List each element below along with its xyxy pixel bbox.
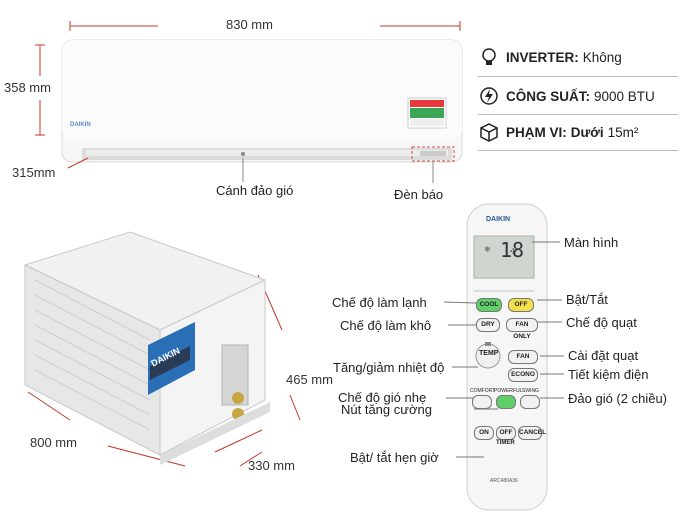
swing-button[interactable] [520, 395, 540, 409]
dry-button[interactable]: DRY [476, 318, 500, 332]
callout-power: Bật/Tắt [566, 292, 608, 307]
swing-label: SWING [522, 388, 539, 394]
off-button[interactable]: OFF [508, 298, 534, 312]
callout-fan-mode: Chế độ quạt [566, 315, 637, 330]
callout-comfort: Chế độ gió nhẹ [338, 390, 427, 405]
spec-range: PHẠM VI: Dưới 15m² [478, 115, 683, 149]
indoor-depth-dimension: 315mm [12, 165, 56, 180]
callout-fan-setting: Cài đặt quạt [568, 348, 639, 363]
power-bolt-icon [478, 85, 500, 107]
outdoor-height-dimension: 465 mm [286, 372, 333, 387]
callout-louver: Cánh đảo gió [216, 183, 294, 198]
outdoor-depth-dimension: 330 mm [248, 458, 295, 473]
spec-power: CÔNG SUẤT: 9000 BTU [478, 79, 683, 113]
callout-swing: Đảo gió (2 chiều) [568, 391, 667, 406]
timer-off-button[interactable]: OFF [496, 426, 516, 440]
spec-divider [478, 114, 678, 115]
cool-button[interactable]: COOL [476, 298, 502, 312]
spec-range-area: 15m² [607, 124, 639, 140]
callout-cool-mode: Chế độ làm lạnh [332, 295, 427, 310]
spec-power-label: CÔNG SUẤT: [506, 88, 590, 104]
fan-button[interactable]: FAN [508, 350, 538, 364]
spec-inverter-value: Không [582, 49, 622, 65]
temp-button[interactable]: TEMP [479, 350, 499, 357]
spec-divider [478, 76, 678, 77]
powerful-button[interactable] [496, 395, 516, 409]
econo-button[interactable]: ECONO [508, 368, 538, 382]
svg-text:❄: ❄ [484, 245, 491, 254]
powerful-label: POWERFUL [494, 388, 523, 394]
callout-econo: Tiết kiệm điện [568, 367, 649, 382]
indoor-height-dimension: 358 mm [4, 80, 51, 95]
callout-powerful: Nút tăng cường [341, 402, 432, 417]
callout-dry-mode: Chế độ làm khô [340, 318, 432, 333]
outdoor-unit [23, 231, 270, 465]
spec-inverter-label: INVERTER: [506, 49, 579, 65]
callout-screen: Màn hình [564, 235, 619, 250]
svg-text:✣: ✣ [510, 247, 517, 256]
timer-on-button[interactable]: ON [474, 426, 494, 440]
indoor-unit [61, 39, 463, 163]
spec-inverter: INVERTER: Không [478, 40, 683, 74]
spec-range-value: Dưới [570, 124, 604, 140]
comfort-label: COMFORT [470, 388, 496, 394]
comfort-button[interactable] [472, 395, 492, 409]
callout-timer: Bật/ tắt hẹn giờ [350, 450, 439, 465]
callout-indicator: Đèn báo [394, 187, 444, 202]
outdoor-width-dimension: 800 mm [30, 435, 77, 450]
indoor-brand-logo: DAIKIN [70, 122, 91, 128]
remote-brand-logo: DAIKIN [486, 216, 511, 223]
spec-divider [478, 150, 678, 151]
cube-icon [478, 121, 500, 143]
callout-temp: Tăng/giảm nhiệt độ [333, 360, 445, 375]
remote-display-value: 18 [500, 238, 525, 262]
indoor-width-dimension: 830 mm [226, 17, 273, 32]
spec-range-label: PHẠM VI: [506, 124, 567, 140]
timer-label: TIMER [496, 440, 515, 446]
timer-cancel-button[interactable]: CANCEL [518, 426, 546, 440]
lightbulb-icon [478, 46, 500, 68]
fan-only-button[interactable]: FAN ONLY [506, 318, 538, 340]
remote-model: ARC480A36 [490, 478, 518, 484]
spec-power-value: 9000 BTU [594, 88, 655, 104]
